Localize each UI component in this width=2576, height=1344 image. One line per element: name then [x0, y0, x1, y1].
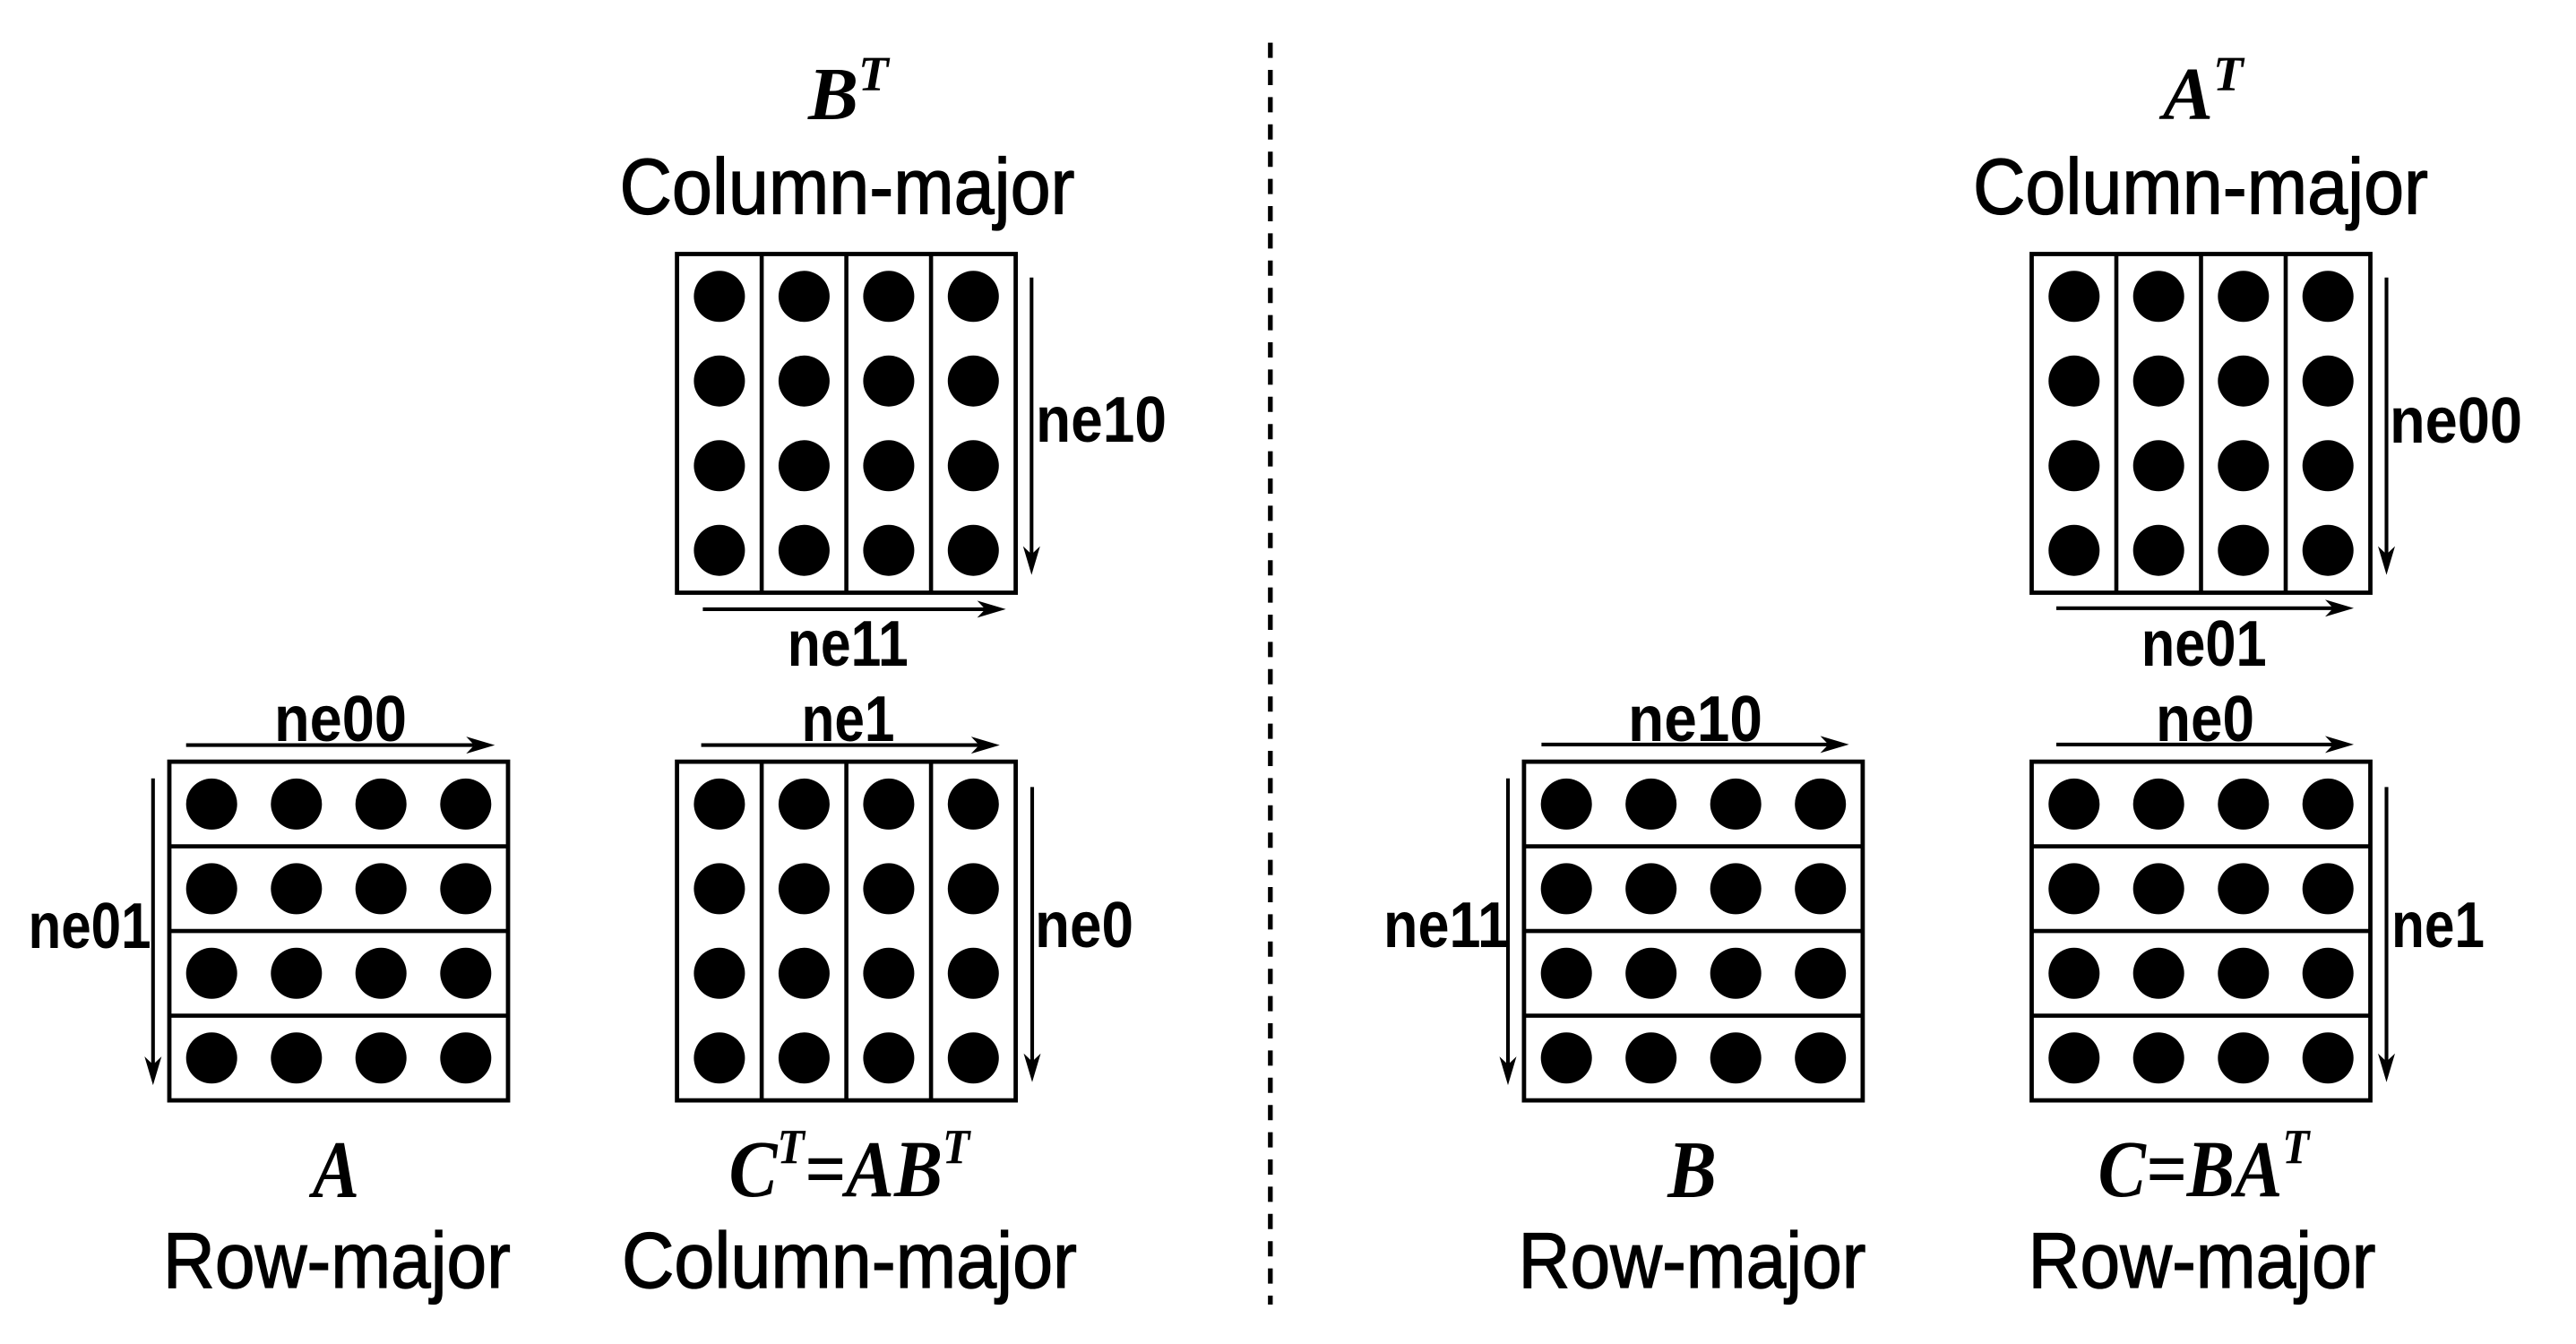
- svg-text:ne11: ne11: [1383, 890, 1509, 961]
- svg-text:Column-major: Column-major: [620, 142, 1075, 231]
- svg-text:ne01: ne01: [2141, 608, 2267, 680]
- svg-text:CT=ABT: CT=ABT: [729, 1120, 972, 1214]
- svg-text:C=BAT: C=BAT: [2098, 1121, 2312, 1214]
- svg-text:Column-major: Column-major: [622, 1216, 1077, 1305]
- svg-text:BT: BT: [807, 47, 891, 136]
- svg-text:Column-major: Column-major: [1973, 142, 2428, 231]
- svg-text:Row-major: Row-major: [2029, 1216, 2376, 1305]
- svg-text:Row-major: Row-major: [1519, 1216, 1866, 1305]
- svg-text:AT: AT: [2158, 47, 2245, 136]
- svg-text:Row-major: Row-major: [163, 1216, 511, 1305]
- svg-text:ne1: ne1: [802, 684, 895, 755]
- svg-text:ne00: ne00: [2390, 385, 2522, 457]
- svg-text:B: B: [1667, 1124, 1717, 1215]
- svg-text:ne10: ne10: [1628, 684, 1762, 755]
- svg-text:A: A: [308, 1125, 359, 1216]
- svg-text:ne00: ne00: [274, 684, 407, 755]
- svg-text:ne0: ne0: [2156, 684, 2254, 755]
- svg-text:ne0: ne0: [1035, 890, 1133, 961]
- svg-text:ne01: ne01: [29, 891, 151, 962]
- svg-text:ne11: ne11: [788, 608, 909, 680]
- svg-text:ne1: ne1: [2391, 890, 2485, 961]
- svg-text:ne10: ne10: [1036, 384, 1167, 456]
